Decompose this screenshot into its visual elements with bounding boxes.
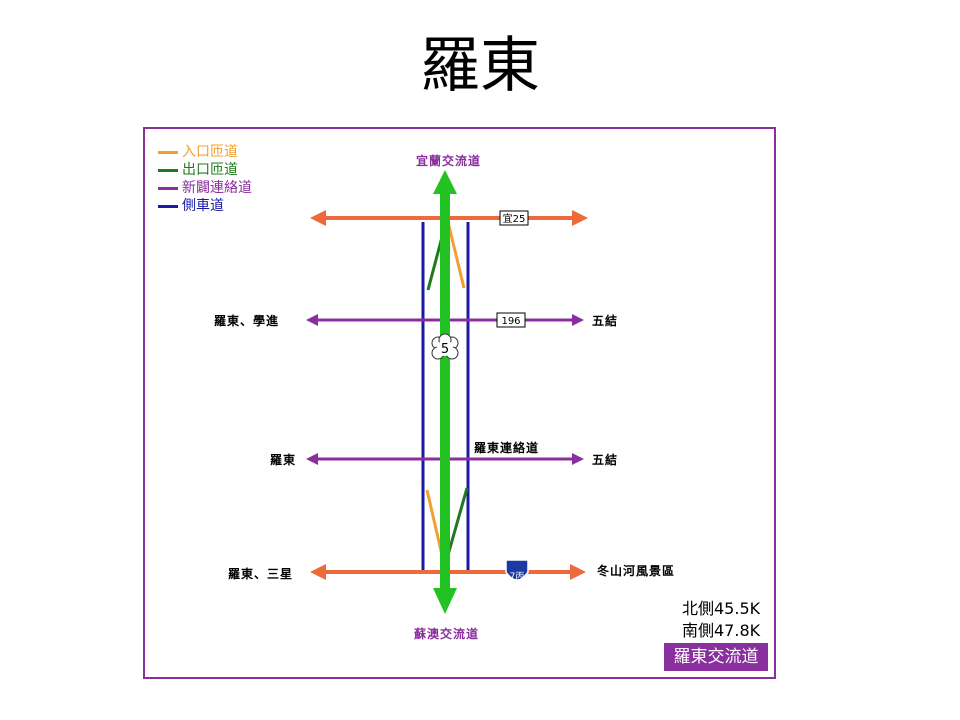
route-yi25-shield <box>499 210 529 226</box>
route-7c-shield: 7丙 <box>505 559 529 582</box>
freeway-5-shield: 5 <box>431 333 459 360</box>
legend-entry-exit: 出口匝道 <box>158 161 238 179</box>
interchange-name-badge: 羅東交流道 <box>664 643 768 671</box>
crossroad-7c-west-label: 羅東、三星 <box>228 567 294 581</box>
legend-entry-side-road: 側車道 <box>158 197 224 215</box>
connector-name-label: 羅東連絡道 <box>474 441 540 455</box>
legend-entry-connector: 新闢連絡道 <box>158 179 252 197</box>
south-arrow <box>433 588 457 614</box>
legend-label: 出口匝道 <box>182 162 238 178</box>
connector-west-label: 羅東 <box>270 453 297 467</box>
north-arrow <box>433 170 457 194</box>
route-196-shield <box>496 312 526 328</box>
north-mileage: 北側45.5K <box>682 599 761 618</box>
side-road-swatch <box>158 204 178 208</box>
diagram-frame <box>143 127 776 679</box>
connector-swatch <box>158 186 178 190</box>
route-7c-text: 7丙 <box>510 571 525 582</box>
crossroad-196-west-label: 羅東、學進 <box>214 314 280 328</box>
freeway-number: 5 <box>441 342 449 357</box>
south-entrance-ramp <box>425 489 444 556</box>
legend-label: 新闢連絡道 <box>182 180 252 196</box>
crossroad-7c-east-label: 冬山河風景區 <box>597 564 676 578</box>
north-entrance-ramp <box>446 221 466 289</box>
north-interchange-label: 宜蘭交流道 <box>416 154 482 168</box>
south-interchange-label: 蘇澳交流道 <box>414 627 480 641</box>
south-mileage: 南側47.8K <box>682 621 761 640</box>
route-196-text: 196 <box>501 316 520 327</box>
legend-entry-entrance: 入口匝道 <box>158 143 238 161</box>
connector-east-label: 五結 <box>592 453 619 467</box>
south-exit-ramp <box>446 487 469 556</box>
crossroad-196-east-label: 五結 <box>592 314 619 328</box>
legend-label: 入口匝道 <box>182 144 238 160</box>
exit-swatch <box>158 168 178 172</box>
route-yi25-text: 宜25 <box>503 212 526 225</box>
entrance-swatch <box>158 150 178 154</box>
legend-label: 側車道 <box>182 198 224 214</box>
page-title: 羅東 <box>420 31 540 101</box>
